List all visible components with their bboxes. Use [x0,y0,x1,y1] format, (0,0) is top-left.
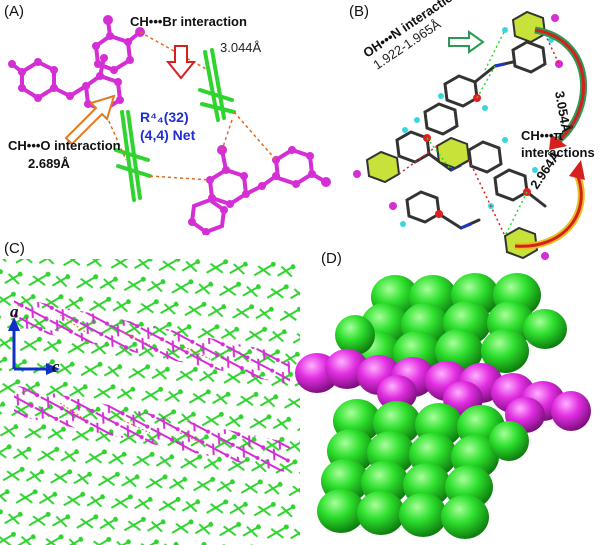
panel-a-canvas: (A) [4,3,331,235]
curved-arrow-top-icon [534,26,588,150]
axis-a-label: a [10,302,19,321]
panel-a: (A) [0,0,345,235]
magenta-atoms-left [8,15,145,114]
magenta-molecule-right [189,147,328,235]
panel-b-label: (B) [349,3,369,20]
panel-b: (B) [345,0,600,270]
panel-d-label: (D) [321,250,342,267]
panel-b-canvas: (B) [349,0,595,260]
chbr-distance-label: 3.044Å [220,40,262,55]
orange-contacts-c [59,314,211,448]
chpi-distance-1: 3.054Å [552,90,574,134]
magenta-spacefill-layer [295,349,591,433]
green-spacefill-lower [317,399,529,539]
red-arrow-icon [165,45,197,80]
ohn-interaction-label: OH•••N interaction [360,0,462,60]
cho-interaction-label: CH•••O interaction [8,138,121,153]
curved-arrow-bottom-icon [514,160,585,250]
hbond-contacts [426,29,528,237]
chbr-interaction-label: CH•••Br interaction [130,14,247,29]
chpi-label-line-1: CH•••π [521,128,563,143]
magenta-band-lower [14,385,290,473]
cho-distance-label: 2.689Å [28,156,71,171]
green-hollow-arrow-icon [448,30,485,54]
green-stack-top [198,48,236,122]
net-topology-line-2: (4,4) Net [140,127,196,143]
green-stack-bottom [114,110,152,202]
panel-c-canvas: (C) a c [0,240,300,545]
chpi-contacts [398,33,560,237]
panel-d-canvas: (D) [295,250,591,539]
molecule-skeletons [395,40,547,230]
panel-a-label: (A) [4,3,24,20]
panel-c-label: (C) [4,240,25,257]
axis-c-label: c [52,357,60,376]
axis-indicator: a c [8,302,60,376]
orange-arrow-icon [64,94,116,146]
panel-d: (D) [285,245,600,545]
net-topology-line-1: R⁴₄(32) [140,109,189,125]
magenta-band-upper [14,297,290,385]
panel-c: (C) a c [0,235,300,545]
chpi-label-line-2: interactions [521,145,595,160]
